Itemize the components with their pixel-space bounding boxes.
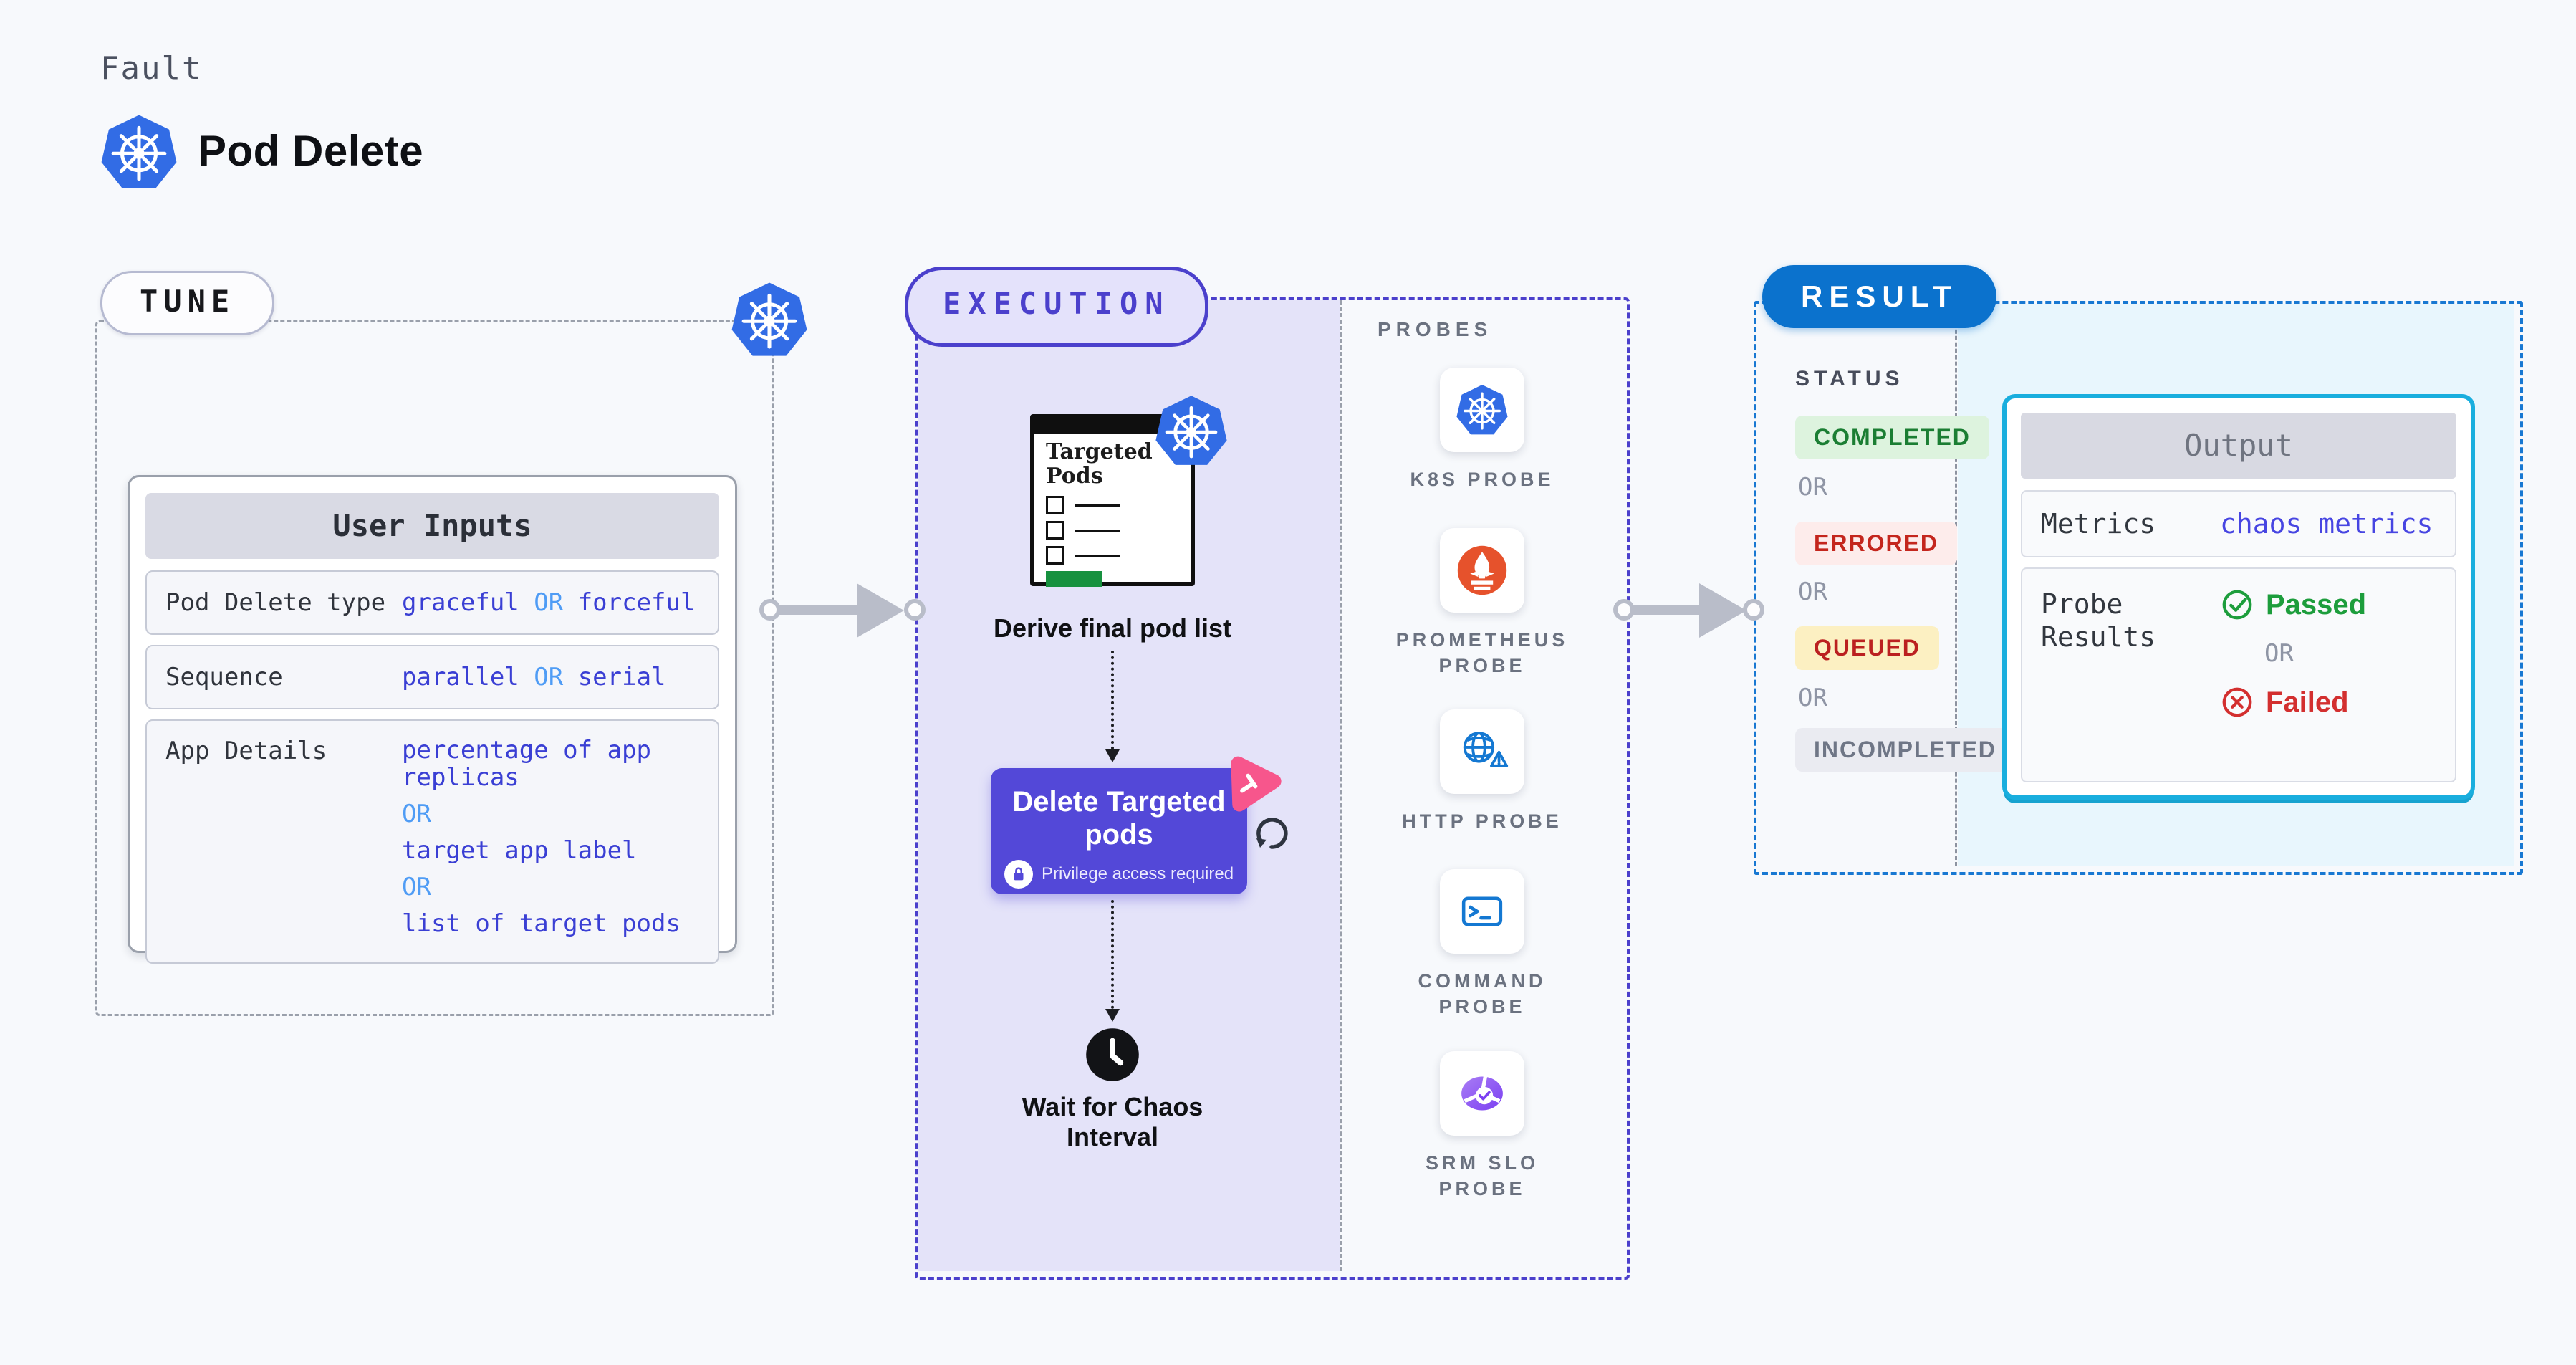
connector-dot-icon [1743,599,1764,621]
card-titlebar [1034,418,1191,434]
input-row-app-details: App Details percentage of app replicas O… [145,719,719,964]
x-circle-icon [2222,687,2252,717]
terminal-icon [1440,869,1524,954]
http-globe-icon [1440,709,1524,794]
derive-pod-list-caption: Derive final pod list [993,613,1232,643]
input-row-pod-delete-type: Pod Delete type graceful OR forceful [145,570,719,635]
kubernetes-icon [729,279,809,360]
execution-probes-divider [1340,300,1342,1271]
progress-bar [1046,571,1102,587]
passed-result: Passed [2220,588,2366,622]
privilege-note: Privilege access required [1041,864,1234,883]
output-card: Output Metrics chaos metrics Probe Resul… [2002,394,2475,800]
probe-label: PROMETHEUS PROBE [1395,629,1569,676]
flow-connector [1111,900,1114,1009]
connector-dot-icon [1613,599,1635,621]
page-title: Pod Delete [198,127,424,175]
kubernetes-icon [1440,368,1524,452]
targeted-pods-card: Targeted Pods [1030,414,1195,587]
result-section-box [1754,301,2523,875]
pod-checklist [1046,496,1181,565]
output-row-probe-results: Probe Results Passed OR Faile [2021,567,2456,782]
probe-label: K8S PROBE [1410,469,1554,490]
failed-result: Failed [2220,685,2366,719]
probe-results-value: Passed OR Failed [2220,588,2366,719]
status-badge-completed: COMPLETED [1795,416,1989,459]
input-value: percentage of app replicas OR target app… [402,736,681,938]
wait-chaos-interval-caption: Wait for Chaos Interval [1022,1092,1203,1151]
arrow-head-icon [857,583,904,638]
probe-label: COMMAND PROBE [1418,970,1547,1017]
probe-item-srm-slo: SRM SLO PROBE [1389,1051,1575,1202]
output-title: Output [2021,413,2456,479]
arrow-head-icon [1105,1009,1120,1022]
arrow-head-icon [1105,749,1120,762]
srm-slo-icon [1440,1051,1524,1136]
output-label: Probe Results [2041,588,2156,653]
lock-icon [1004,860,1033,889]
chaos-fault-icon [1231,756,1282,812]
input-label: App Details [165,737,327,765]
list-line [1075,529,1120,532]
targeted-pods-title: Targeted Pods [1046,439,1153,489]
result-status-divider [1955,304,1957,866]
status-badge-incompleted: INCOMPLETED [1795,728,2015,772]
kubernetes-icon [99,112,179,192]
list-line [1075,554,1120,557]
flow-connector [1111,651,1114,749]
delete-targeted-pods-step: Delete Targeted pods Privilege access re… [991,768,1247,894]
probe-label: SRM SLO PROBE [1425,1152,1539,1199]
user-inputs-title: User Inputs [145,493,719,559]
probe-item-http: HTTP PROBE [1389,709,1575,834]
output-row-metrics: Metrics chaos metrics [2021,490,2456,557]
or-separator: OR [1798,684,1827,712]
probe-item-prometheus: PROMETHEUS PROBE [1389,528,1575,679]
input-row-sequence: Sequence parallel OR serial [145,645,719,709]
input-value: graceful OR forceful [402,588,696,617]
tune-section-label: TUNE [100,271,275,335]
or-separator: OR [1798,578,1827,606]
check-circle-icon [2222,590,2252,620]
input-label: Pod Delete type [165,588,386,617]
retry-loop-icon [1256,818,1288,849]
prometheus-icon [1440,528,1524,613]
output-label: Metrics [2041,508,2156,540]
status-badge-errored: ERRORED [1795,522,1958,565]
probe-item-command: COMMAND PROBE [1389,869,1575,1020]
probe-item-k8s: K8S PROBE [1389,368,1575,492]
or-separator: OR [2264,639,2294,668]
or-separator: OR [1798,473,1827,502]
status-badge-queued: QUEUED [1795,626,1939,670]
checkbox-icon [1046,521,1064,540]
user-inputs-card: User Inputs Pod Delete type graceful OR … [128,475,737,964]
fault-eyebrow: Fault [100,50,203,87]
status-heading: STATUS [1795,367,1904,391]
step-title: Delete Targeted pods [1012,786,1226,851]
input-value: parallel OR serial [402,663,666,691]
kubernetes-icon [1153,393,1229,469]
clock-icon [1086,1028,1139,1081]
tune-to-execution-arrow [779,605,860,615]
execution-to-result-arrow [1633,605,1705,615]
result-section-label: RESULT [1762,265,1996,328]
list-line [1075,504,1120,507]
checkbox-icon [1046,546,1064,565]
output-value: chaos metrics [2220,508,2433,540]
arrow-head-icon [1699,583,1746,638]
checkbox-icon [1046,496,1064,514]
probe-label: HTTP PROBE [1402,810,1562,832]
execution-section-label: EXECUTION [905,267,1208,347]
probes-heading: PROBES [1378,318,1493,340]
input-label: Sequence [165,663,283,691]
connector-dot-icon [904,599,926,621]
connector-dot-icon [759,599,781,621]
tune-section-box [95,320,774,1016]
execution-section-box [915,297,1630,1280]
